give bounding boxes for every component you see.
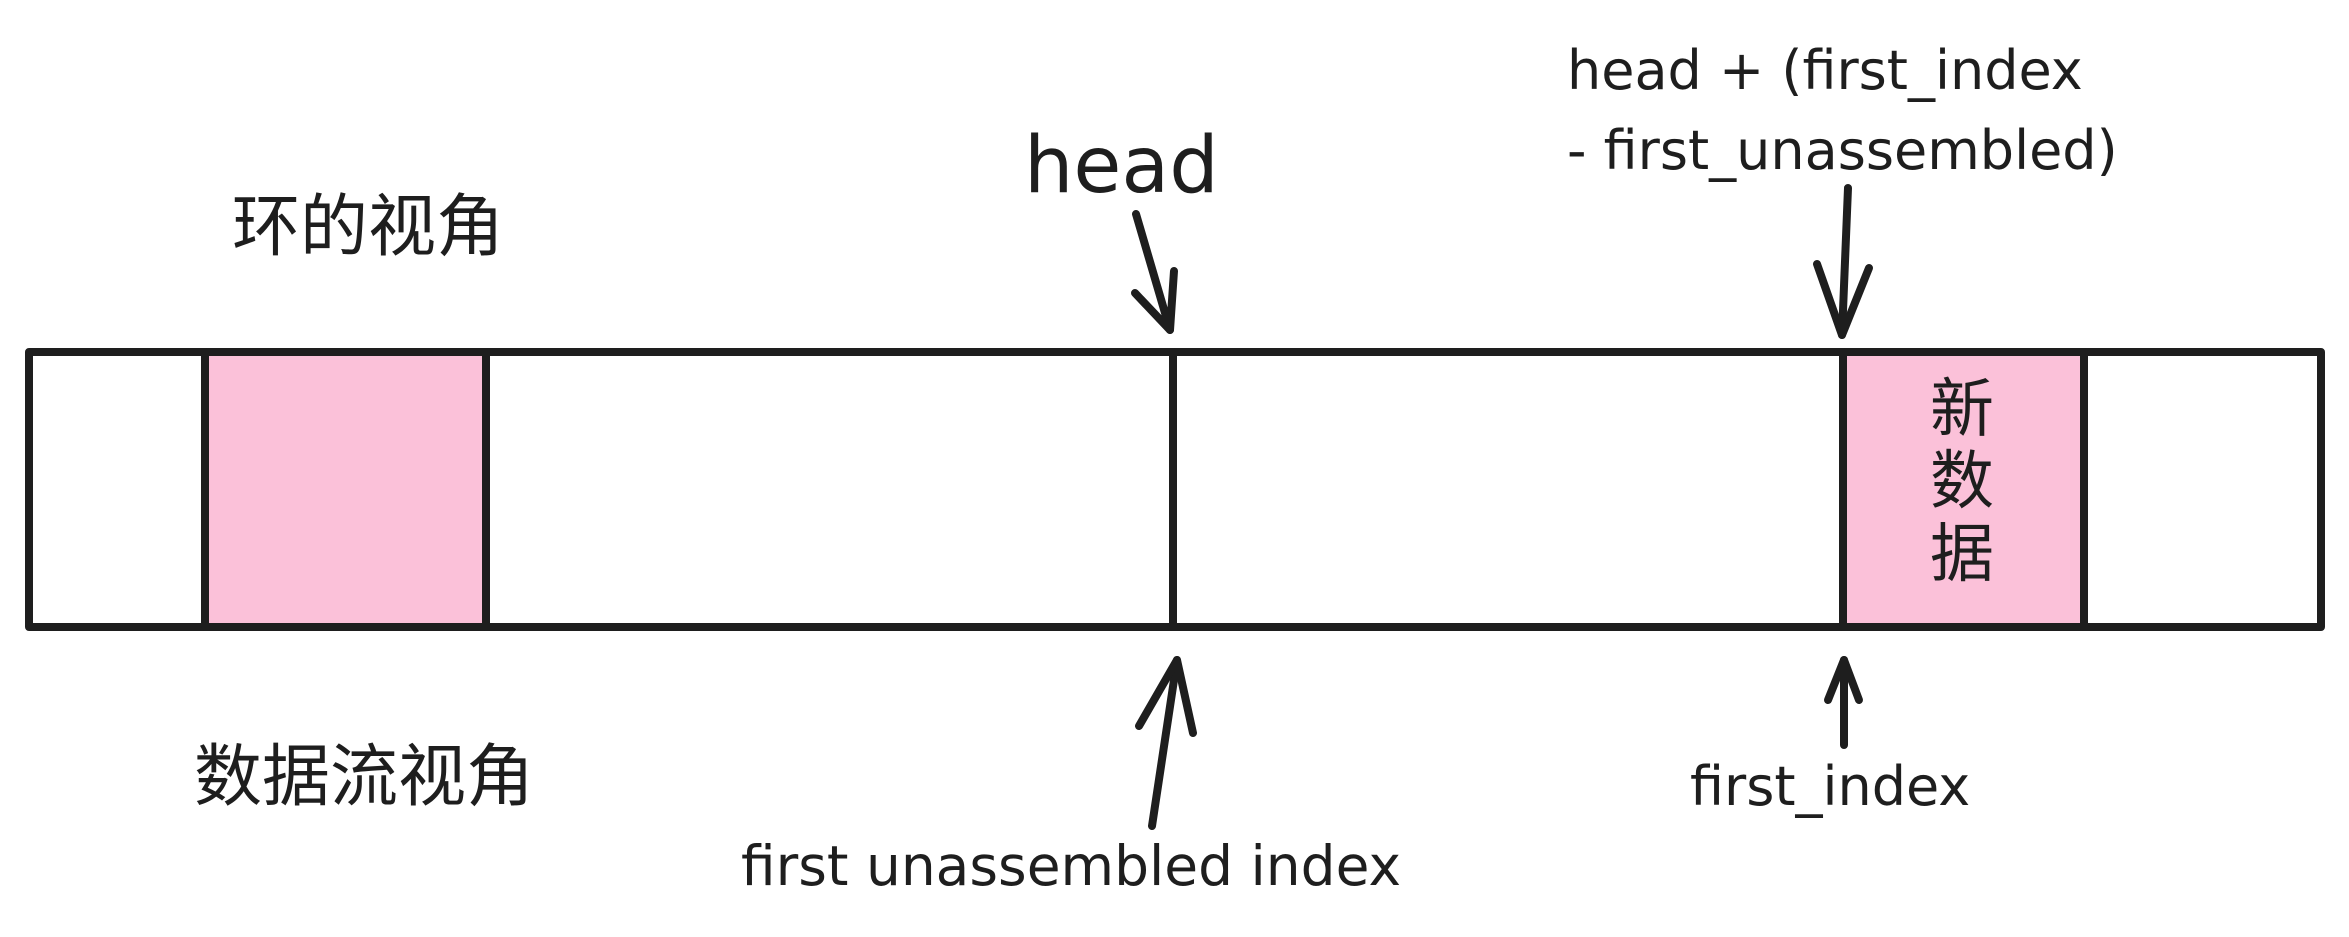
first-index-arrow: [1824, 656, 1863, 749]
ring-highlight-cell: [205, 352, 486, 627]
head-offset-arrow: [1813, 184, 1873, 339]
head-label: head: [1024, 121, 1219, 211]
first-unassembled-arrow: [1135, 656, 1197, 830]
head-arrow: [1131, 210, 1178, 334]
first-unassembled-index-label: first unassembled index: [741, 834, 1401, 898]
head-offset-label-line1: head + (first_index: [1567, 39, 2083, 102]
new-data-char-2: 数: [1930, 445, 1994, 520]
new-data-char-3: 据: [1930, 517, 1994, 592]
ring-view-label: 环的视角: [232, 188, 505, 267]
stream-view-label: 数据流视角: [194, 738, 535, 817]
head-offset-label-line2: - first_unassembled): [1567, 119, 2118, 182]
first-index-label: first_index: [1690, 755, 1971, 818]
new-data-label: 新 数 据: [1930, 374, 1994, 591]
new-data-char-1: 新: [1930, 373, 1994, 447]
new-data-cell: [1843, 352, 2084, 627]
